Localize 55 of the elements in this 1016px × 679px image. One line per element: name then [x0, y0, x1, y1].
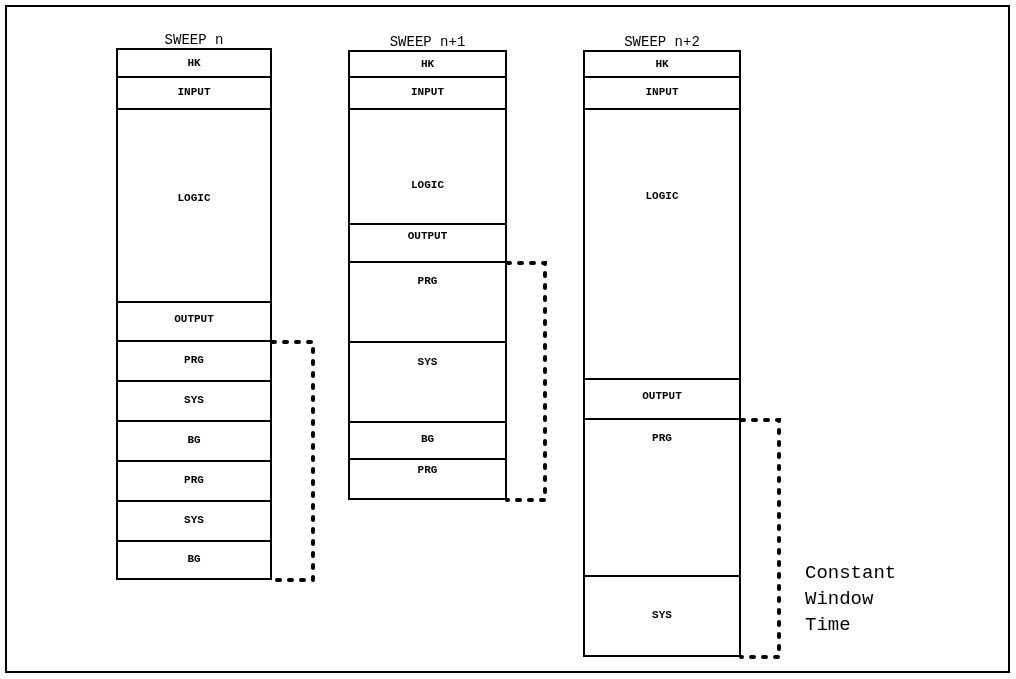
- segment-box: [348, 78, 507, 110]
- sweep-column: [116, 32, 272, 580]
- segment-label: PRG: [651, 432, 673, 445]
- segment-label: SYS: [651, 609, 673, 622]
- segment-box: [583, 50, 741, 78]
- segment-label: HK: [419, 58, 436, 71]
- segment-label: LOGIC: [176, 192, 212, 205]
- segment-box: [348, 225, 507, 263]
- segment-label: OUTPUT: [641, 390, 683, 403]
- column-title: SWEEP n+2: [623, 34, 701, 50]
- segment-box: [116, 422, 272, 462]
- segment-box: [348, 423, 507, 460]
- segment-box: [116, 502, 272, 542]
- segment-label: PRG: [183, 354, 205, 367]
- segment-label: SYS: [183, 514, 205, 527]
- segment-box: [348, 50, 507, 78]
- sweep-column: [583, 34, 741, 657]
- sweep-column: [348, 34, 507, 500]
- segment-label: SYS: [416, 356, 439, 369]
- segment-box: [583, 420, 741, 577]
- segment-label: HK: [654, 58, 670, 71]
- segment-label: LOGIC: [644, 190, 680, 203]
- segment-box: [116, 382, 272, 422]
- segment-box: [583, 577, 741, 657]
- segment-label: HK: [186, 57, 202, 70]
- segment-label: INPUT: [410, 86, 445, 99]
- segment-box: [116, 542, 272, 580]
- segment-label: OUTPUT: [406, 230, 449, 243]
- segment-box: [348, 343, 507, 423]
- segment-box: [348, 460, 507, 500]
- segment-label: INPUT: [176, 86, 212, 99]
- segment-label: PRG: [183, 474, 205, 487]
- segment-box: [116, 78, 272, 110]
- bracket-label: Constant Window Time: [805, 561, 898, 638]
- segment-label: BG: [419, 433, 436, 446]
- segment-box: [116, 462, 272, 502]
- segment-box: [348, 263, 507, 343]
- segment-box: [583, 110, 741, 380]
- segment-box: [116, 303, 272, 342]
- segment-label: PRG: [416, 275, 439, 288]
- segment-label: SYS: [183, 394, 205, 407]
- segment-box: [116, 342, 272, 382]
- segment-label: INPUT: [644, 86, 680, 99]
- segment-label: BG: [186, 553, 202, 566]
- segment-label: LOGIC: [410, 179, 445, 192]
- segment-box: [116, 110, 272, 303]
- segment-box: [583, 78, 741, 110]
- segment-label: BG: [186, 434, 202, 447]
- segment-box: [348, 110, 507, 225]
- column-title: SWEEP n: [163, 32, 225, 48]
- column-title: SWEEP n+1: [388, 34, 467, 50]
- segment-label: OUTPUT: [173, 313, 215, 326]
- segment-label: PRG: [416, 464, 439, 477]
- segment-box: [116, 48, 272, 78]
- segment-box: [583, 380, 741, 420]
